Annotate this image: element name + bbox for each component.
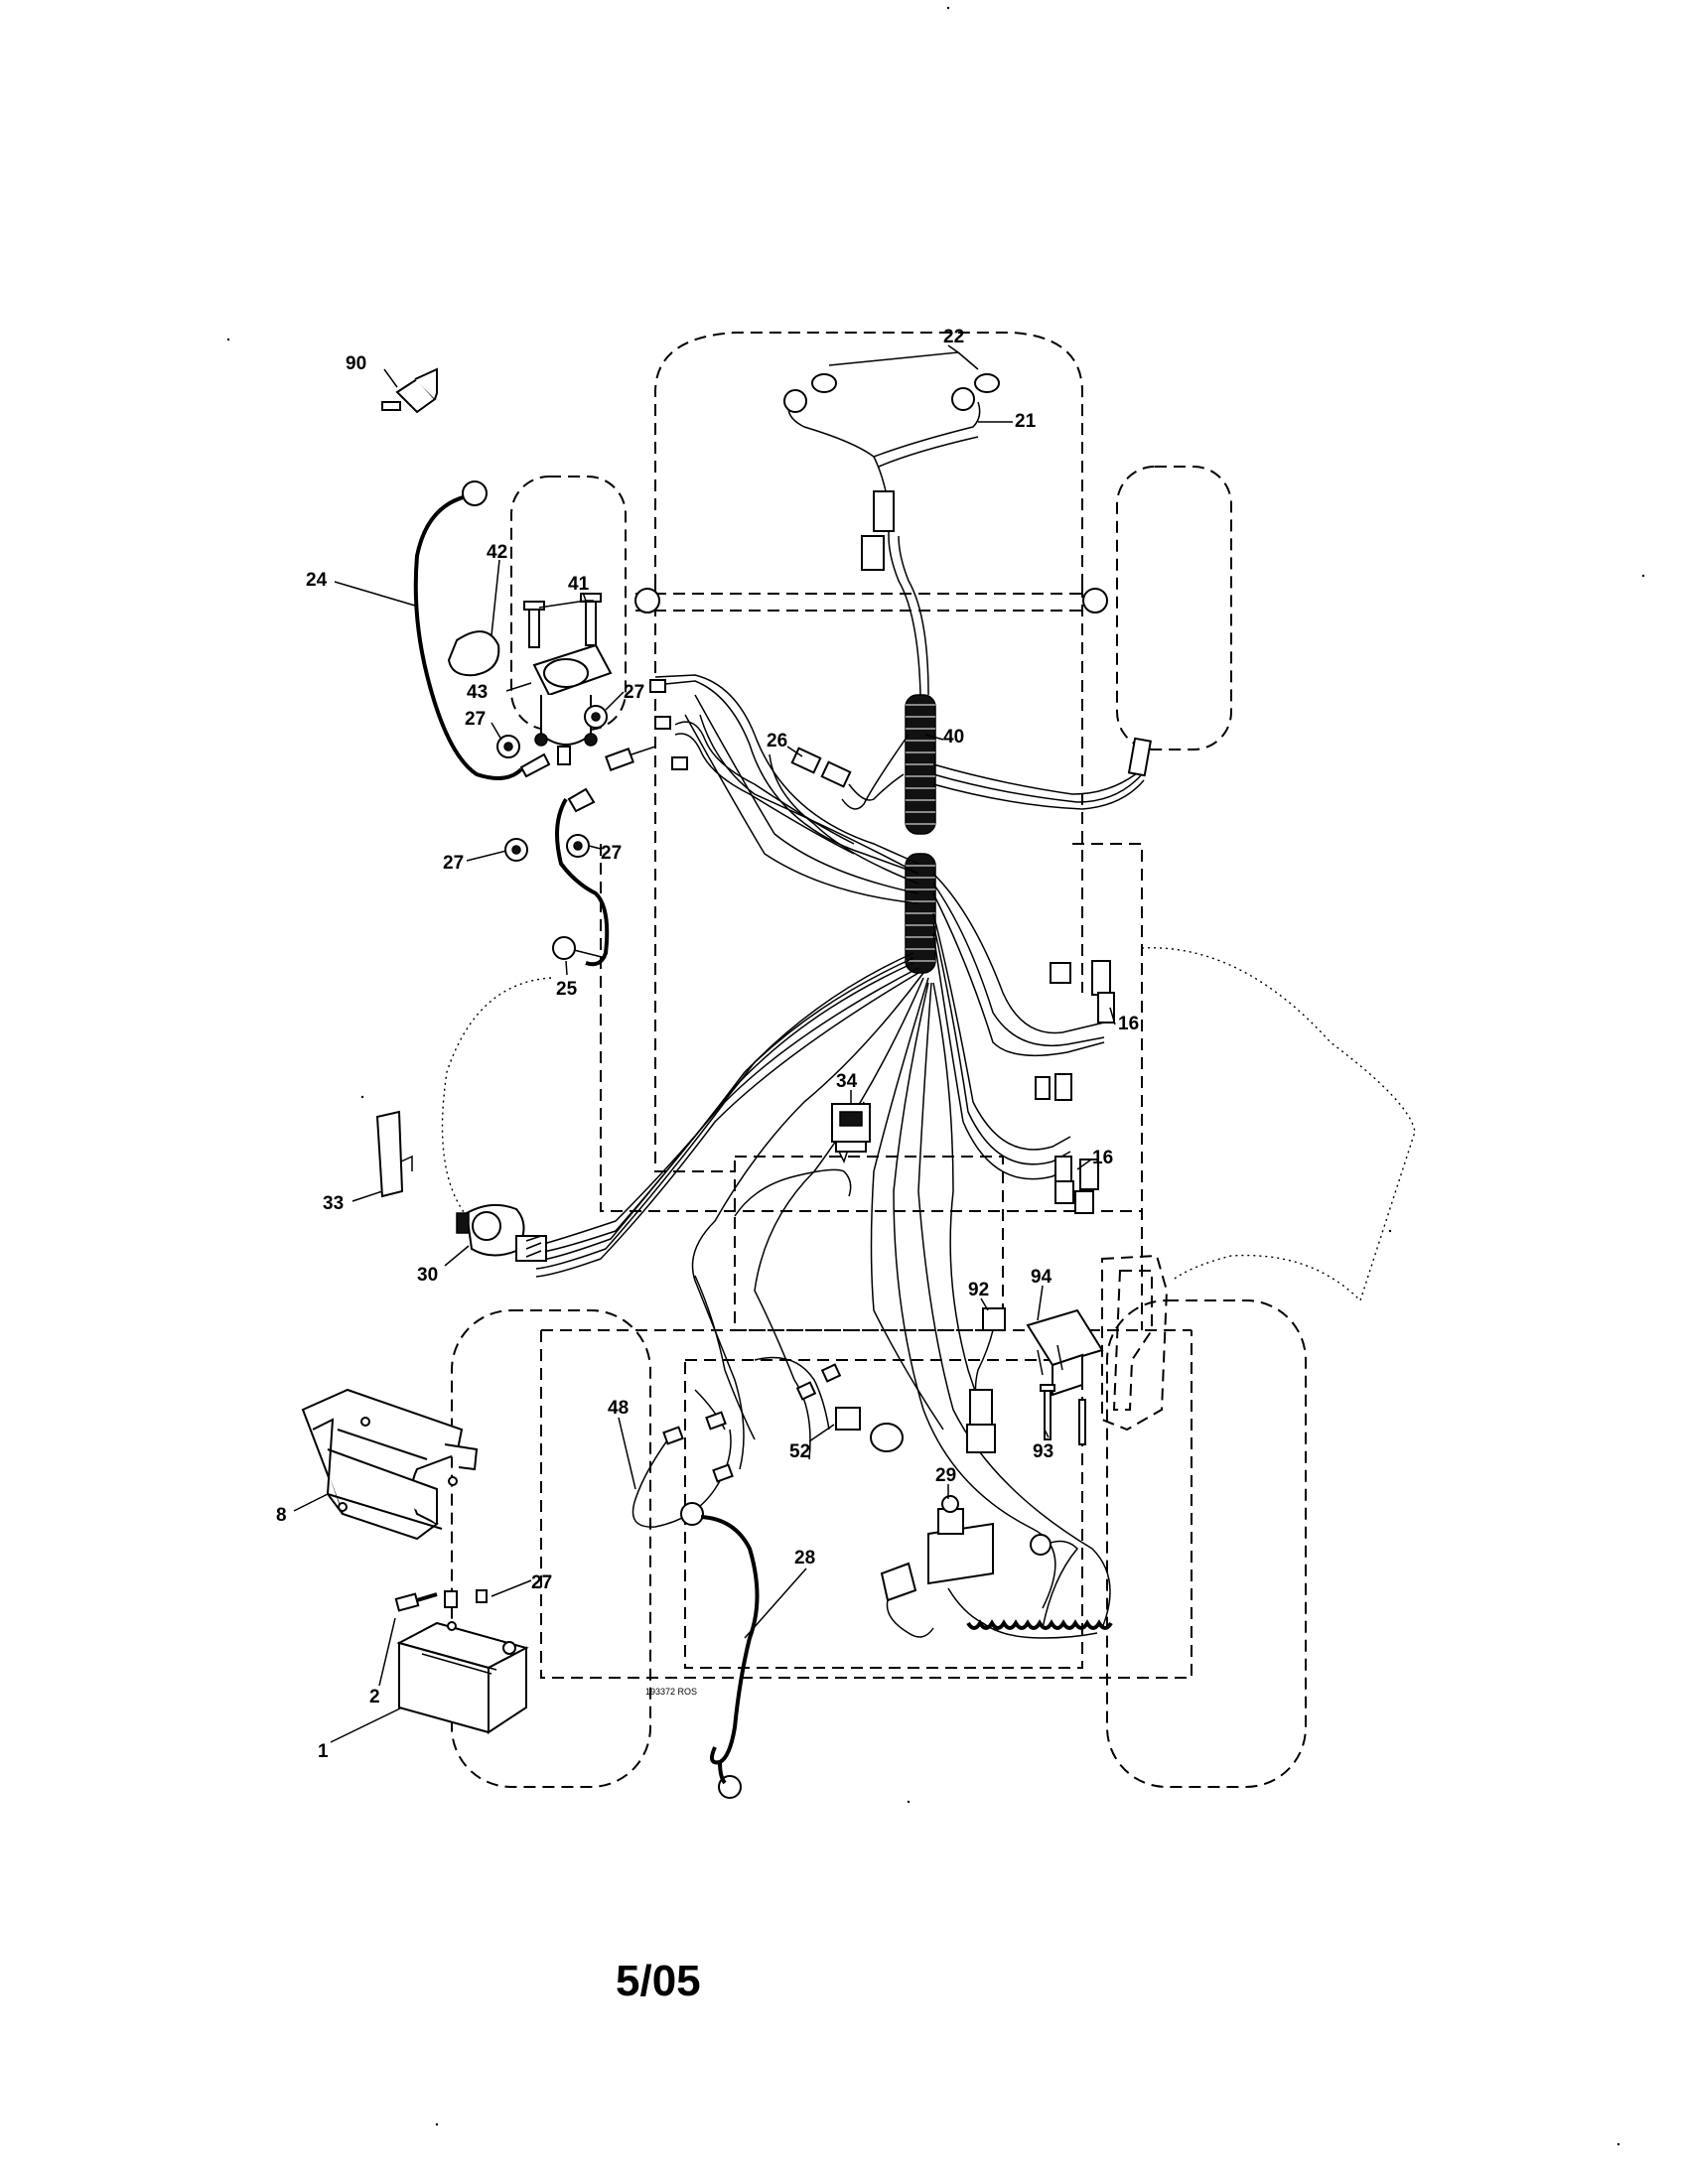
ring-connector-c (671, 756, 688, 770)
battery-cable-28 (680, 1502, 760, 1799)
axle-pivot-left (634, 588, 660, 614)
harness-connector-top (873, 490, 895, 532)
callout-52: 52 (789, 1441, 810, 1462)
headlight-right-socket (951, 387, 975, 411)
ignition-switch (456, 1203, 547, 1262)
starter-solenoid (532, 643, 613, 765)
diode-33 (375, 1110, 413, 1198)
connector-plug-90 (381, 367, 438, 414)
callout-22: 22 (943, 327, 964, 347)
coil-cord (947, 1534, 1113, 1639)
light-harness-48 (632, 1356, 842, 1528)
terminal-boot (447, 630, 500, 677)
callout-16-a: 16 (1118, 1014, 1139, 1034)
callout-33: 33 (323, 1193, 344, 1214)
callout-90: 90 (346, 353, 366, 374)
headlight-left-bulb (811, 373, 837, 393)
headlight-right-bulb (974, 373, 1000, 393)
ring-connector-b (654, 716, 671, 730)
front-wheel-right (1116, 466, 1232, 751)
relay-92 (966, 1307, 1006, 1453)
harness-coil-upper (905, 694, 936, 974)
callout-26: 26 (767, 731, 787, 751)
battery (396, 1621, 529, 1734)
hex-nuts (496, 705, 608, 862)
battery-bolt (394, 1589, 488, 1612)
callout-29: 29 (935, 1465, 956, 1486)
battery-cable-24 (413, 480, 551, 780)
callout-27-b: 27 (465, 709, 486, 730)
callout-92: 92 (968, 1280, 989, 1300)
fuse-holder (790, 747, 905, 801)
ring-connector-a (649, 679, 666, 693)
ground-cable-25 (552, 746, 656, 967)
rear-wheel-left (451, 1309, 651, 1788)
callout-labels: 90 22 21 24 42 41 43 27 27 27 27 26 40 2… (276, 327, 1139, 1762)
callout-27-d: 27 (601, 843, 622, 864)
callout-42: 42 (487, 542, 507, 563)
battery-box (301, 1388, 479, 1541)
main-wiring-harness (535, 535, 1145, 1629)
callout-30: 30 (417, 1265, 438, 1286)
callout-28: 28 (794, 1548, 815, 1569)
callout-94: 94 (1031, 1267, 1052, 1288)
harness-connector-mid (861, 535, 885, 571)
leader-lines (293, 344, 1116, 1743)
headlight-harness (783, 373, 1000, 571)
axle-pivot-right (1082, 588, 1108, 614)
shift-gate-inner (1112, 1270, 1153, 1411)
mounting-bolts (523, 593, 602, 648)
lamp-52 (835, 1407, 904, 1452)
scan-specks (226, 6, 1645, 2146)
screws-93 (1040, 1384, 1086, 1445)
callout-40: 40 (943, 727, 964, 748)
brake-switch-94 (1026, 1308, 1104, 1397)
callout-93: 93 (1033, 1441, 1053, 1462)
interlock-switch-upper (1050, 960, 1115, 1024)
page-label: 5/05 (616, 1957, 701, 2005)
callout-2: 2 (369, 1687, 380, 1707)
callout-8: 8 (276, 1505, 287, 1526)
callout-27-c: 27 (443, 853, 464, 874)
front-wheel-left (510, 476, 627, 731)
headlight-left-socket (783, 389, 807, 413)
interlock-switch-rear (1035, 1073, 1072, 1101)
pto-switch (831, 1103, 871, 1153)
callout-27-a: 27 (624, 682, 644, 703)
shift-gate (1101, 1254, 1169, 1432)
callout-24: 24 (306, 570, 328, 591)
callout-25: 25 (556, 979, 578, 1000)
interlock-switch-lower (1054, 1156, 1099, 1214)
callout-1: 1 (318, 1741, 329, 1762)
mower-deck-outline (441, 947, 1416, 1302)
module-29 (880, 1495, 994, 1638)
callout-41: 41 (568, 574, 590, 595)
front-left-harness (649, 674, 919, 875)
callout-16-b: 16 (1092, 1148, 1113, 1168)
callout-21: 21 (1015, 411, 1037, 432)
callout-48: 48 (608, 1398, 629, 1419)
rear-wheel-right (1106, 1299, 1307, 1788)
callout-43: 43 (467, 682, 488, 703)
callout-27-e: 27 (531, 1572, 552, 1593)
callout-34: 34 (836, 1071, 858, 1092)
drawing-number: 193372 ROS (645, 1687, 697, 1697)
right-front-connector (1127, 737, 1152, 777)
